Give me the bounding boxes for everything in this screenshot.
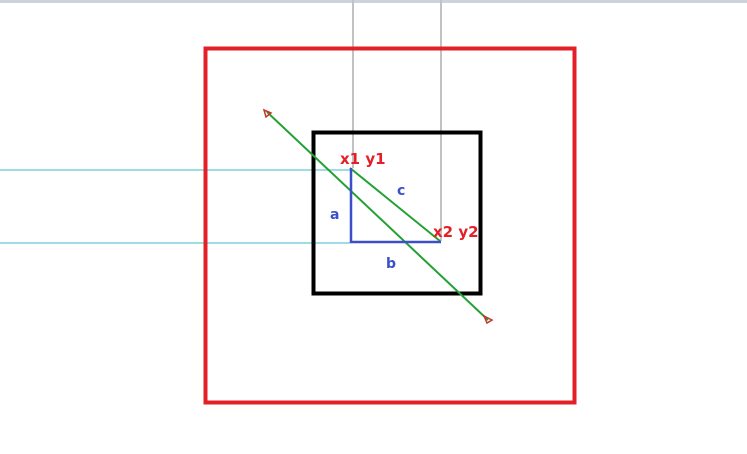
hypotenuse-line (349, 167, 441, 242)
side-c-label: c (397, 183, 405, 199)
diagonal-start-marker (262, 108, 273, 119)
side-a-label: a (330, 207, 339, 223)
diagonal-line (266, 111, 489, 321)
diagonal-end-marker (482, 314, 494, 325)
point1-label: x1 y1 (340, 150, 386, 168)
point2-label: x2 y2 (433, 223, 479, 241)
inner-square (311, 130, 483, 296)
outer-square (203, 46, 577, 405)
side-b-label: b (386, 256, 396, 272)
